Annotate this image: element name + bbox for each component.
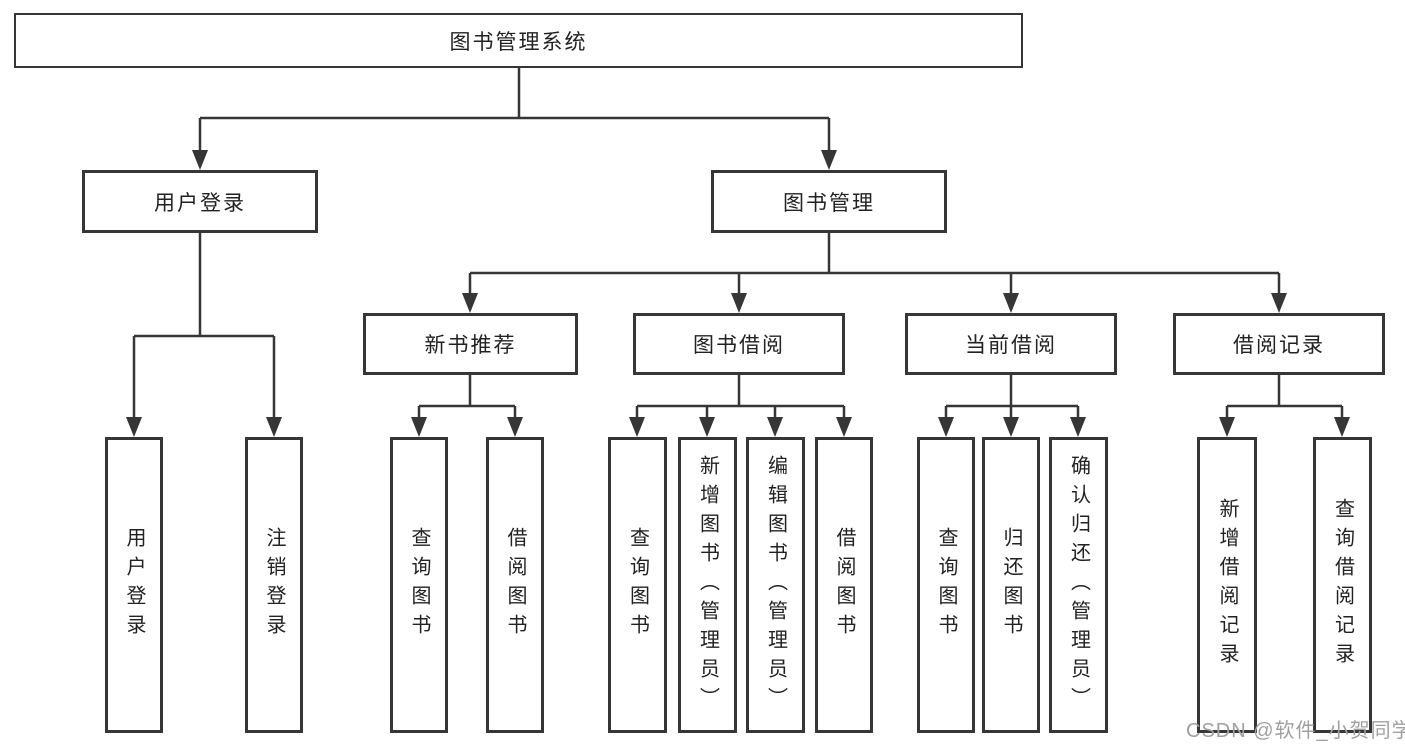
connector-current-borrow [944, 375, 1080, 420]
leaf-user-login: 用户登录 [105, 437, 163, 733]
node-book-management: 图书管理 [711, 170, 947, 233]
node-book-borrow: 图书借阅 [633, 313, 845, 375]
leaf-borrow-books-borrow: 借阅图书 [815, 437, 873, 733]
node-user-login: 用户登录 [82, 170, 318, 233]
node-new-book-recommend: 新书推荐 [363, 313, 578, 375]
leaf-edit-book-admin: 编辑图书（管理员） [746, 437, 805, 733]
connector-new-book [417, 375, 517, 420]
leaf-add-book-admin: 新增图书（管理员） [678, 437, 737, 733]
connector-borrow-records [1225, 375, 1344, 420]
node-current-borrow: 当前借阅 [905, 313, 1117, 375]
leaf-return-book: 归还图书 [982, 437, 1040, 733]
leaf-add-borrow-record: 新增借阅记录 [1197, 437, 1257, 733]
connector-root [198, 68, 831, 152]
connector-user-login [132, 233, 276, 419]
connector-book-management [468, 233, 1281, 296]
leaf-query-books-borrow: 查询图书 [608, 437, 667, 733]
leaf-query-books-recommend: 查询图书 [390, 437, 448, 733]
leaf-logout: 注销登录 [245, 437, 303, 733]
connector-book-borrow [635, 375, 846, 420]
node-root: 图书管理系统 [14, 13, 1023, 68]
leaf-query-books-current: 查询图书 [917, 437, 975, 733]
node-borrow-records: 借阅记录 [1173, 313, 1385, 375]
leaf-borrow-books-recommend: 借阅图书 [486, 437, 544, 733]
leaf-query-borrow-record: 查询借阅记录 [1313, 437, 1372, 733]
watermark: CSDN @软件_小贺同学 [1186, 720, 1405, 742]
leaf-confirm-return-admin: 确认归还（管理员） [1049, 437, 1108, 733]
